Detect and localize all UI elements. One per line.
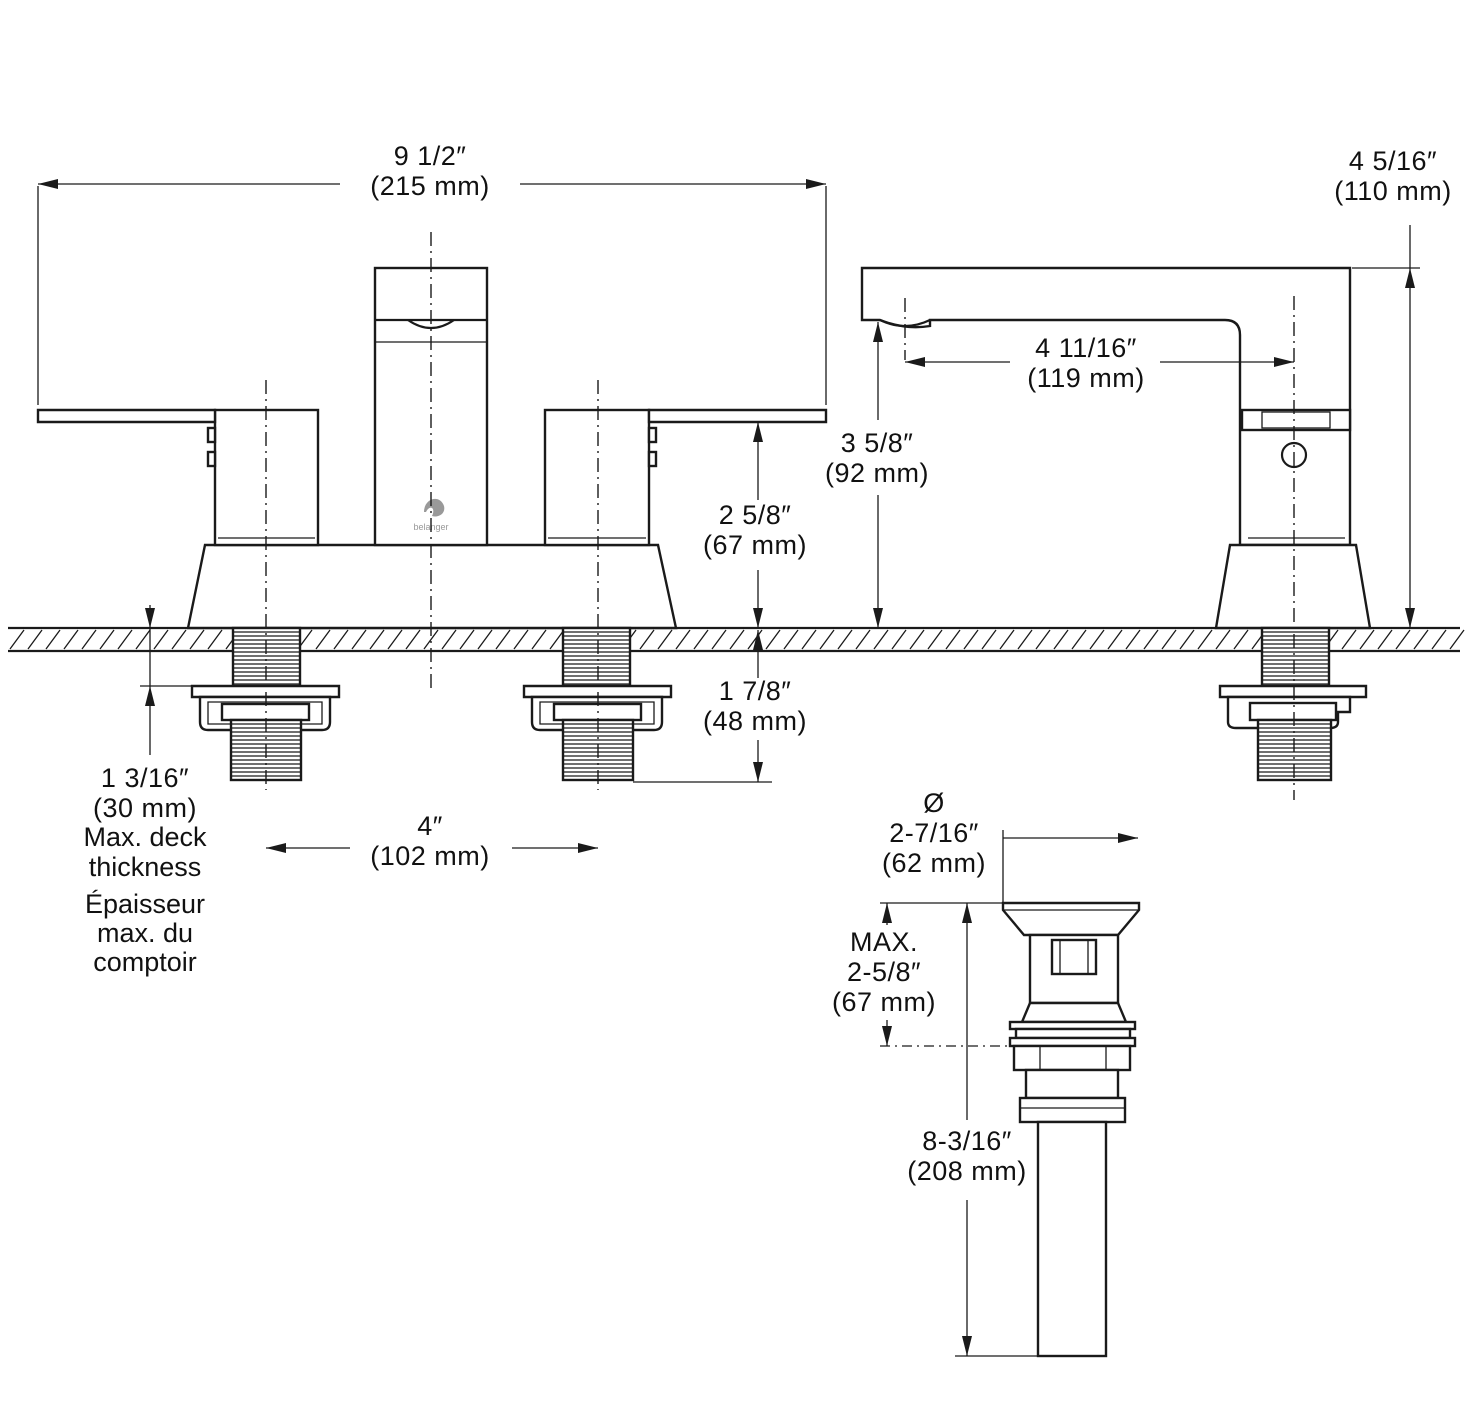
drain-diameter-imperial: 2-7/16″ bbox=[889, 818, 979, 848]
deck-thickness-label-fr-2: max. du bbox=[97, 918, 193, 948]
overall-width-imperial: 9 1/2″ bbox=[394, 141, 467, 171]
shank-length-imperial: 1 7/8″ bbox=[719, 676, 792, 706]
spout-reach-metric: (119 mm) bbox=[1027, 363, 1145, 393]
deck-thickness-label-fr-3: comptoir bbox=[93, 947, 197, 977]
popup-drain bbox=[1001, 901, 1141, 1358]
deck-thickness-metric: (30 mm) bbox=[93, 793, 197, 823]
drain-length-imperial: 8-3/16″ bbox=[922, 1126, 1012, 1156]
deck-thickness-label-en-2: thickness bbox=[89, 852, 202, 882]
drain-tailpiece bbox=[1036, 1120, 1108, 1358]
faucet-front-view: belanger bbox=[36, 232, 828, 790]
drain-max-metric: (67 mm) bbox=[832, 987, 936, 1017]
side-base bbox=[1214, 543, 1372, 630]
spout-reach-imperial: 4 11/16″ bbox=[1035, 333, 1137, 363]
right-handle-body bbox=[543, 408, 651, 547]
dimension-labels: 9 1/2″ (215 mm) 4 5/16″ (110 mm) 4 11/16… bbox=[83, 141, 1451, 1186]
left-handle-lever bbox=[36, 408, 217, 424]
spout-arm bbox=[860, 266, 1352, 547]
drain-cap bbox=[1001, 901, 1141, 937]
right-handle-lever bbox=[647, 408, 828, 424]
faucet-base bbox=[186, 543, 678, 630]
drain-diameter-metric: (62 mm) bbox=[882, 848, 986, 878]
drain-max-imperial: 2-5/8″ bbox=[847, 957, 921, 987]
shank-length-metric: (48 mm) bbox=[703, 706, 807, 736]
drain-length-metric: (208 mm) bbox=[907, 1156, 1027, 1186]
countertop-hatching bbox=[9, 629, 1465, 650]
center-spacing-imperial: 4″ bbox=[417, 811, 443, 841]
faucet-side-view bbox=[860, 266, 1372, 800]
deck-thickness-label-en-1: Max. deck bbox=[83, 822, 207, 852]
deck-thickness-imperial: 1 3/16″ bbox=[101, 763, 189, 793]
center-spacing-metric: (102 mm) bbox=[370, 841, 490, 871]
countertop bbox=[8, 626, 1465, 653]
handle-height-imperial: 2 5/8″ bbox=[719, 500, 792, 530]
drain-diameter-symbol: Ø bbox=[923, 788, 945, 818]
drain-max-prefix: MAX. bbox=[850, 927, 918, 957]
overall-width-metric: (215 mm) bbox=[370, 171, 490, 201]
handle-height-metric: (67 mm) bbox=[703, 530, 807, 560]
dimension-lines bbox=[37, 179, 1420, 1357]
spout-height-metric: (92 mm) bbox=[825, 458, 929, 488]
overall-height-imperial: 4 5/16″ bbox=[1349, 146, 1437, 176]
overall-height-metric: (110 mm) bbox=[1334, 176, 1452, 206]
spout-height-imperial: 3 5/8″ bbox=[841, 428, 914, 458]
deck-thickness-label-fr-1: Épaisseur bbox=[85, 889, 205, 919]
